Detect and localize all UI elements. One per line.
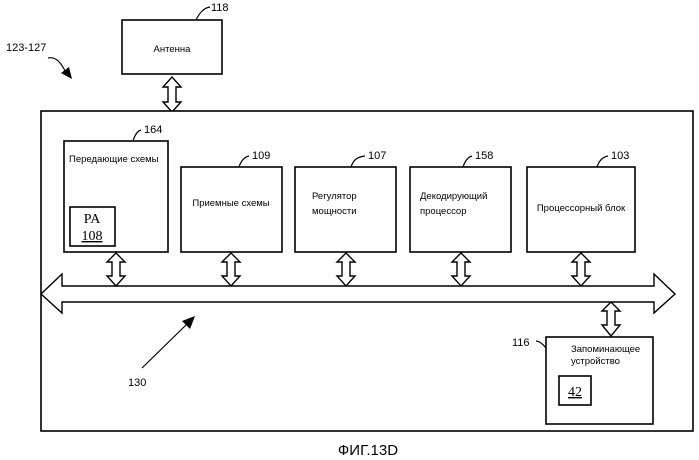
pa-block: PA 108 [70,207,115,246]
device-ref: 123-127 [6,42,46,54]
cpu-ref: 103 [611,150,629,162]
antenna-link-arrow [163,77,181,112]
memory-label-line1: Запоминающее [571,344,640,355]
tx-label: Передающие схемы [69,154,159,165]
memory-content-ref: 42 [568,385,582,400]
rx-ref: 109 [252,150,270,162]
device-ref-arrowhead [61,67,72,79]
decoder-label-line1: Декодирующий [420,191,487,202]
memory-ref: 116 [512,337,530,349]
rx-label: Приемные схемы [192,198,269,209]
antenna-label: Антенна [154,44,192,55]
antenna-block: Антенна 118 [122,2,229,74]
decoder-ref: 158 [475,150,493,162]
device-ref-leader [48,58,66,73]
power-ref: 107 [368,150,386,162]
antenna-ref: 118 [211,2,229,14]
cpu-label: Процессорный блок [537,203,626,214]
tx-block: Передающие схемы 164 PA 108 [64,124,168,252]
tx-ref: 164 [144,124,162,136]
figure-caption: ФИГ.13D [338,442,398,459]
decoder-label-line2: процессор [420,206,467,217]
pa-label: PA [84,212,102,227]
power-label-line2: мощности [312,206,357,217]
pa-ref: 108 [82,229,103,244]
bus-ref: 130 [128,377,146,389]
memory-label-line2: устройство [571,356,620,367]
power-label-line1: Регулятор [312,191,357,202]
